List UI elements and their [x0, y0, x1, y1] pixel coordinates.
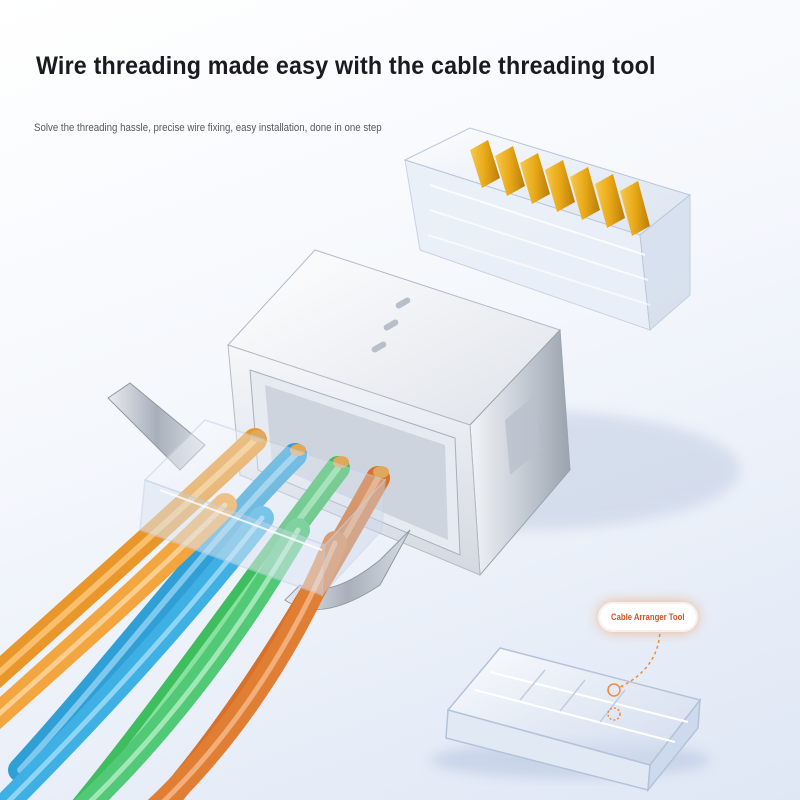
metal-shield	[227, 249, 571, 577]
callout-label: Cable Arranger Tool	[611, 612, 685, 622]
callout-badge: Cable Arranger Tool	[600, 604, 696, 630]
headline: Wire threading made easy with the cable …	[36, 52, 656, 80]
subheadline: Solve the threading hassle, precise wire…	[34, 122, 382, 134]
threading-tool	[139, 419, 387, 598]
callout-pointer	[607, 627, 661, 721]
cable-arranger-tool	[430, 647, 710, 793]
gold-contact-pins	[470, 140, 650, 236]
